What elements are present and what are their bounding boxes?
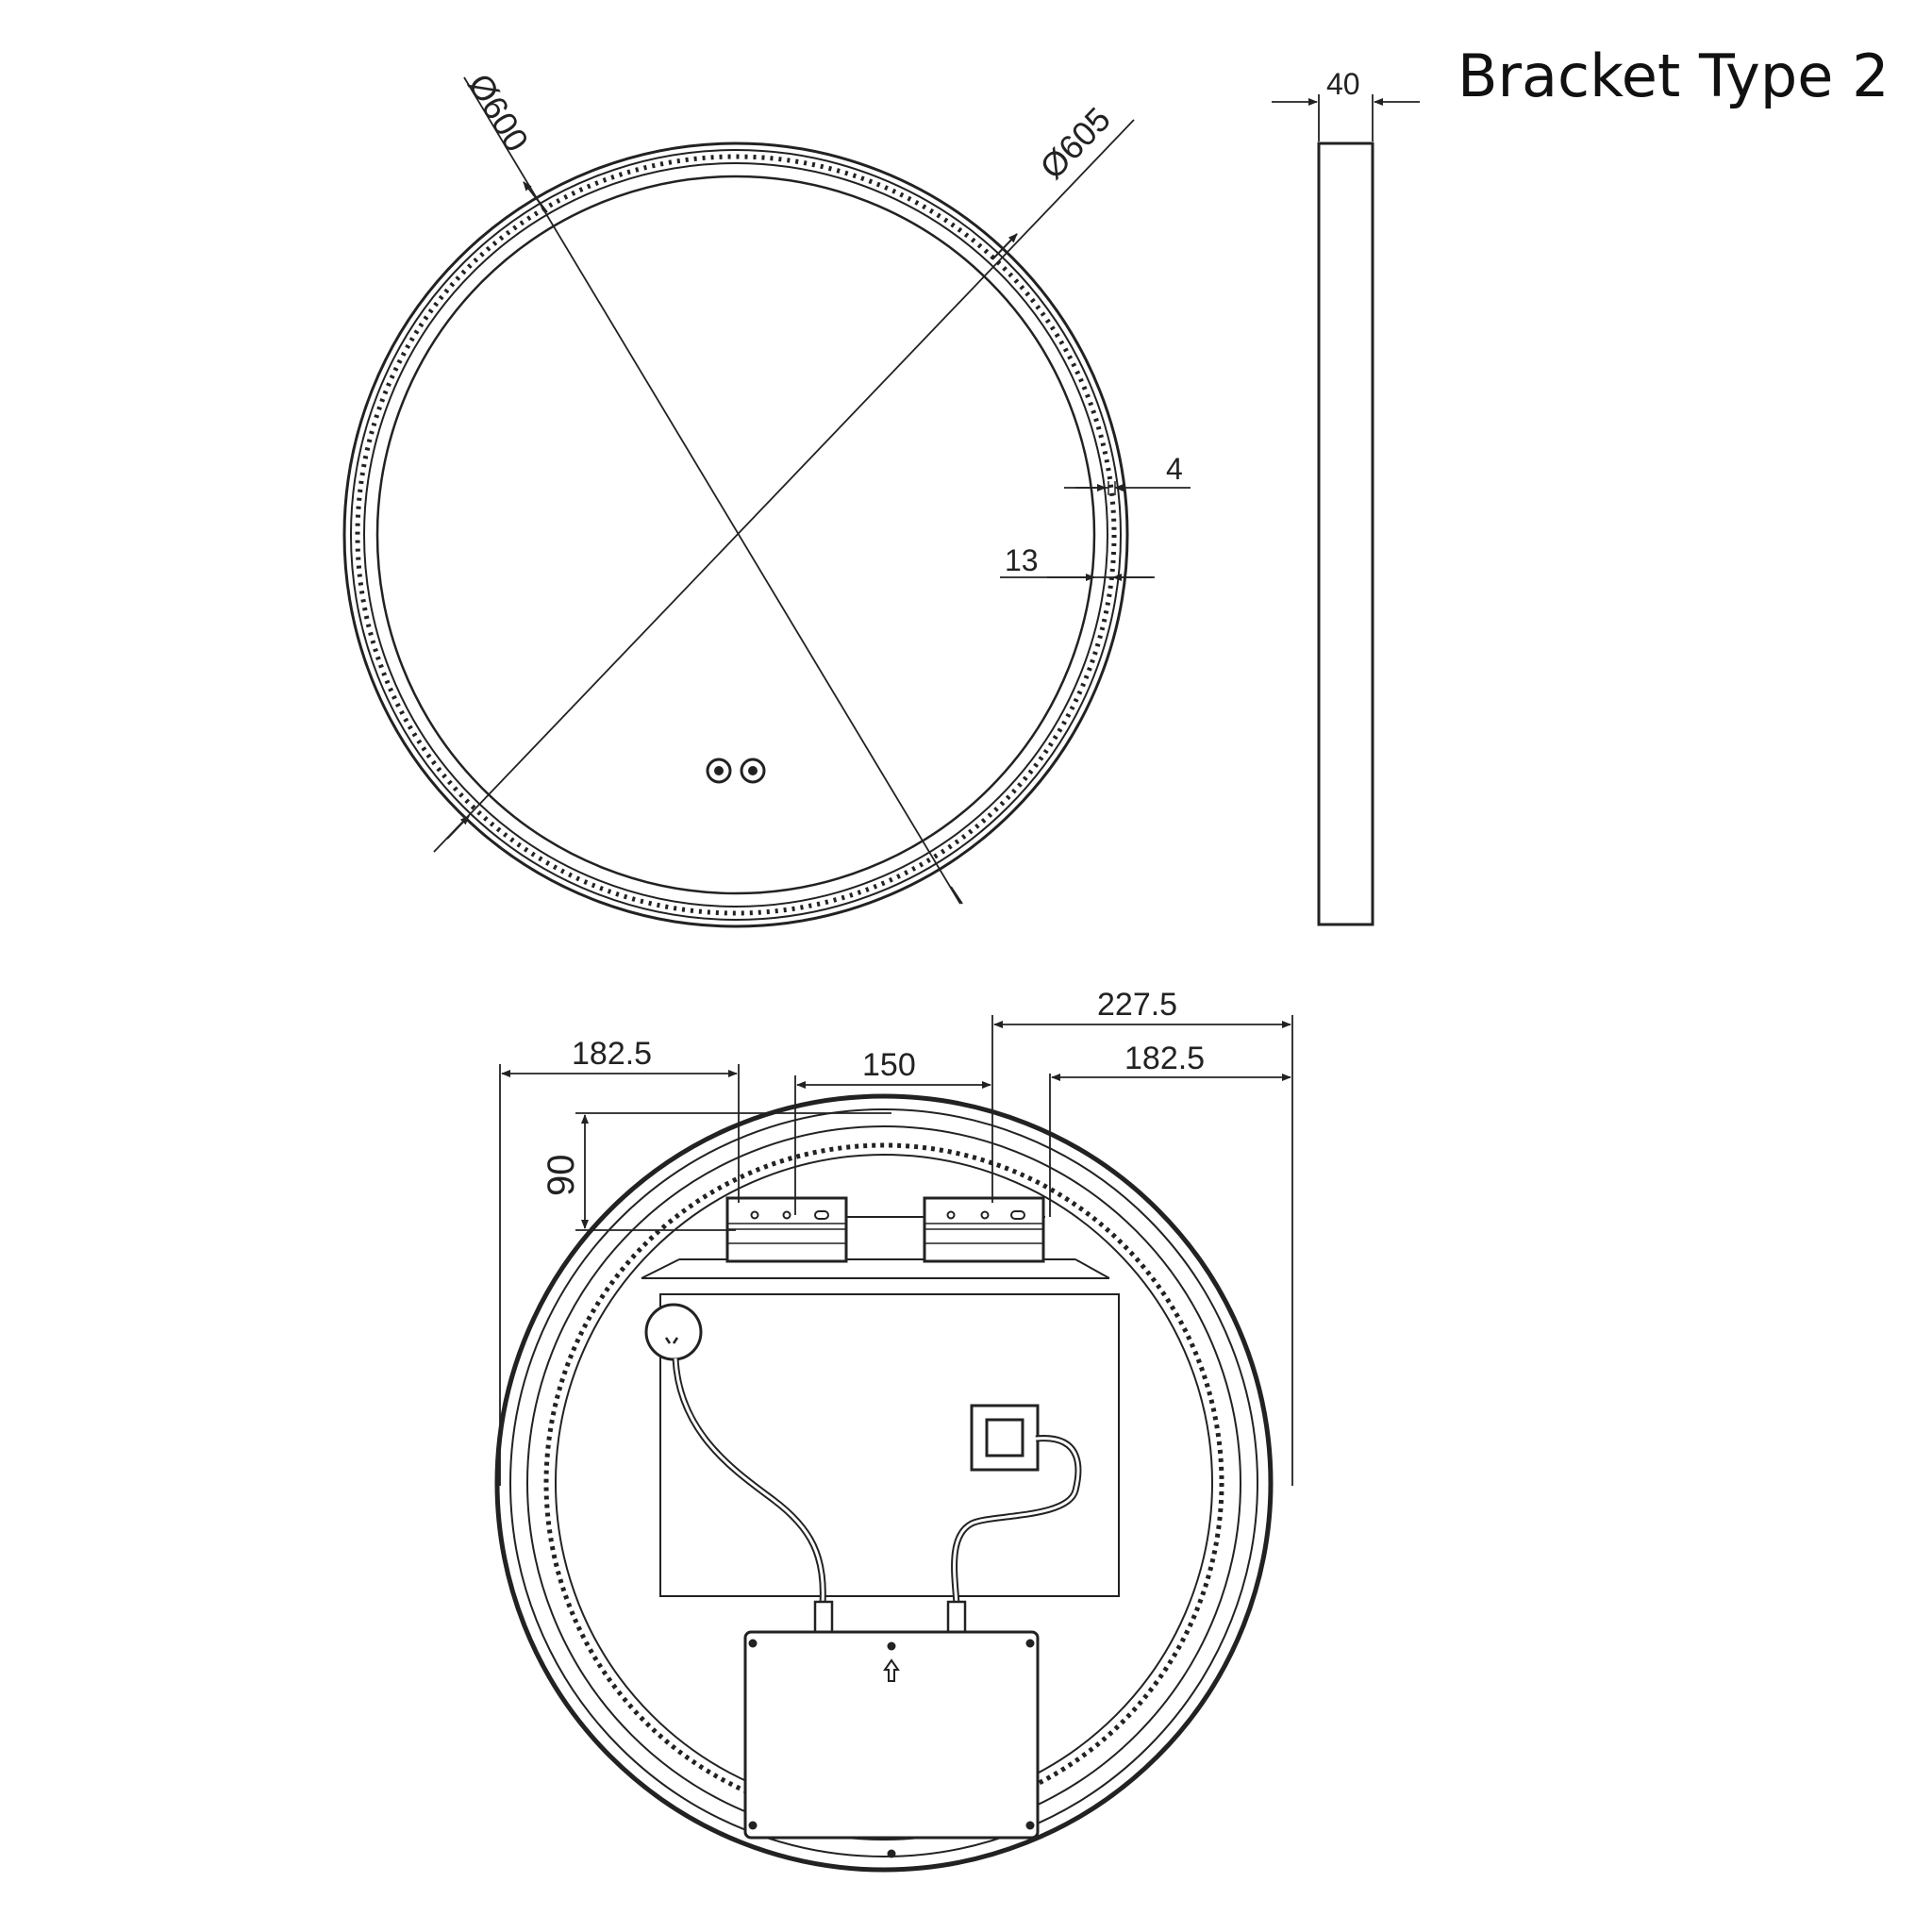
dim-frame-4: 4 bbox=[1166, 452, 1183, 486]
switch-box bbox=[970, 1404, 1040, 1472]
plug-pins bbox=[664, 1337, 679, 1344]
front-frame-edge bbox=[350, 149, 1122, 921]
power-plug-icon bbox=[644, 1303, 703, 1361]
bracket-right-slot bbox=[1010, 1210, 1025, 1220]
driver-screw-br bbox=[1025, 1821, 1035, 1830]
rear-frame-inner bbox=[526, 1125, 1241, 1840]
dim-90: 90 bbox=[541, 1155, 582, 1197]
bracket-left-hole-b bbox=[782, 1210, 791, 1220]
diameter-600-arrow bbox=[523, 181, 548, 213]
switch-cable-core bbox=[953, 1437, 1080, 1605]
dim-182-5-left: 182.5 bbox=[572, 1036, 652, 1072]
rear-bottom-screw bbox=[887, 1849, 896, 1858]
demister-sensor-dot bbox=[748, 766, 758, 775]
dim-227-5: 227.5 bbox=[1097, 987, 1177, 1023]
front-led-band-outer bbox=[363, 162, 1108, 908]
driver-screw-tl bbox=[748, 1639, 758, 1648]
up-arrow-icon bbox=[883, 1658, 900, 1682]
bracket-left-slot bbox=[814, 1210, 829, 1220]
demister-pad bbox=[659, 1293, 1120, 1597]
bracket-left-hole-a bbox=[750, 1210, 759, 1220]
mounting-rail-bevel-left bbox=[641, 1258, 680, 1279]
dim-diameter-600: Ø600 bbox=[460, 67, 537, 158]
rear-outer-edge bbox=[494, 1093, 1274, 1873]
side-view: 40 bbox=[1272, 67, 1420, 926]
diameter-605-arrow-low bbox=[446, 815, 470, 840]
led-driver-box bbox=[743, 1630, 1040, 1840]
diameter-600-line bbox=[463, 76, 961, 905]
dim-led-13: 13 bbox=[1005, 543, 1039, 577]
switch-box-inner bbox=[985, 1418, 1024, 1457]
bracket-right-hole-b bbox=[980, 1210, 990, 1220]
demister-sensor-icon bbox=[740, 758, 766, 784]
rear-view: 227.5 182.5 150 182.5 90 bbox=[494, 987, 1293, 1873]
driver-indicator bbox=[887, 1641, 896, 1651]
dim-depth-40: 40 bbox=[1326, 67, 1360, 101]
drawing-title: Bracket Type 2 bbox=[1457, 42, 1890, 110]
mounting-rail-bevel-right bbox=[1074, 1258, 1110, 1279]
cable-gland-right bbox=[946, 1600, 967, 1634]
dim-150: 150 bbox=[862, 1047, 916, 1083]
cable-gland-left bbox=[813, 1600, 834, 1634]
bracket-right-hole-a bbox=[946, 1210, 956, 1220]
side-profile-rect bbox=[1317, 142, 1374, 926]
rear-led-strip bbox=[543, 1142, 1224, 1824]
front-view: Ø600 Ø605 4 13 bbox=[342, 67, 1191, 928]
driver-screw-bl bbox=[748, 1821, 758, 1830]
front-glass-edge bbox=[375, 175, 1096, 895]
dim-182-5-right: 182.5 bbox=[1124, 1041, 1205, 1076]
dim-diameter-605: Ø605 bbox=[1032, 100, 1118, 187]
touch-sensor-icon bbox=[706, 758, 732, 784]
rear-frame-edge bbox=[509, 1108, 1258, 1857]
front-outer-edge bbox=[342, 142, 1129, 928]
driver-screw-tr bbox=[1025, 1639, 1035, 1648]
diameter-600-tail bbox=[950, 886, 963, 905]
plug-cable-core bbox=[674, 1357, 824, 1605]
diameter-605-arrow bbox=[991, 233, 1018, 260]
touch-sensor-dot bbox=[714, 766, 724, 775]
front-led-band bbox=[355, 154, 1117, 916]
